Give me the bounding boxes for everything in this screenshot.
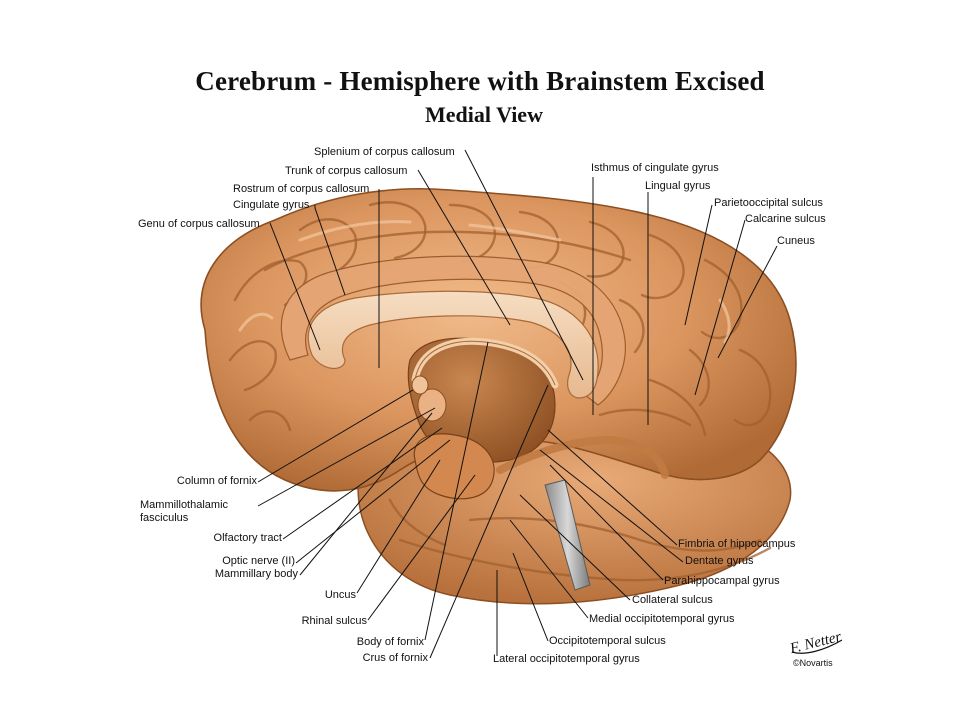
label-parahippocampal: Parahippocampal gyrus xyxy=(664,575,780,587)
label-rostrum: Rostrum of corpus callosum xyxy=(233,183,369,195)
label-lateral-occ: Lateral occipitotemporal gyrus xyxy=(493,653,640,665)
anterior-commissure-shape xyxy=(411,375,429,395)
label-column-fornix: Column of fornix xyxy=(177,475,258,487)
label-cuneus: Cuneus xyxy=(777,235,815,247)
corpus-callosum xyxy=(307,290,599,399)
label-calcarine: Calcarine sulcus xyxy=(745,213,826,225)
label-isthmus: Isthmus of cingulate gyrus xyxy=(591,162,719,174)
label-rhinal: Rhinal sulcus xyxy=(302,615,368,627)
leader-lines xyxy=(257,149,778,659)
label-olfactory: Olfactory tract xyxy=(214,532,282,544)
label-splenium: Splenium of corpus callosum xyxy=(314,146,455,158)
label-mammillary: Mammillary body xyxy=(215,568,299,580)
signature-credit: ©Novartis xyxy=(793,658,833,668)
uncus-shape xyxy=(413,433,495,500)
label-occ-sulcus: Occipitotemporal sulcus xyxy=(549,635,666,647)
label-cingulate: Cingulate gyrus xyxy=(233,199,310,211)
label-uncus: Uncus xyxy=(325,589,357,601)
temporal-sulcus-2 xyxy=(398,538,772,582)
label-mammillothalamic-1: Mammillothalamic xyxy=(140,499,229,511)
label-medial-occ: Medial occipitotemporal gyrus xyxy=(589,613,735,625)
label-parietooccipital: Parietooccipital sulcus xyxy=(714,197,823,209)
temporal-sulcus-3 xyxy=(388,498,447,547)
label-crus-fornix: Crus of fornix xyxy=(363,652,429,664)
label-collateral: Collateral sulcus xyxy=(632,594,713,606)
brainstem-stump xyxy=(544,479,591,591)
label-trunk: Trunk of corpus callosum xyxy=(285,165,407,177)
artist-signature: F. Netter ©Novartis xyxy=(788,629,844,668)
page-title: Cerebrum - Hemisphere with Brainstem Exc… xyxy=(195,66,765,96)
cerebral-hemisphere xyxy=(200,187,797,492)
label-optic: Optic nerve (II) xyxy=(222,555,295,567)
label-genu: Genu of corpus callosum xyxy=(138,218,260,230)
label-body-fornix: Body of fornix xyxy=(357,636,425,648)
fornix-outline xyxy=(414,340,556,386)
label-mammillothalamic-2: fasciculus xyxy=(140,512,189,524)
labels: Splenium of corpus callosum Trunk of cor… xyxy=(138,146,826,665)
signature-underline xyxy=(791,639,843,654)
hippocampal-region xyxy=(496,435,669,479)
temporal-sulcus-1 xyxy=(468,517,762,552)
label-lingual: Lingual gyrus xyxy=(645,180,711,192)
label-dentate: Dentate gyrus xyxy=(685,555,754,567)
label-fimbria: Fimbria of hippocampus xyxy=(678,538,796,550)
page-subtitle: Medial View xyxy=(425,102,543,127)
